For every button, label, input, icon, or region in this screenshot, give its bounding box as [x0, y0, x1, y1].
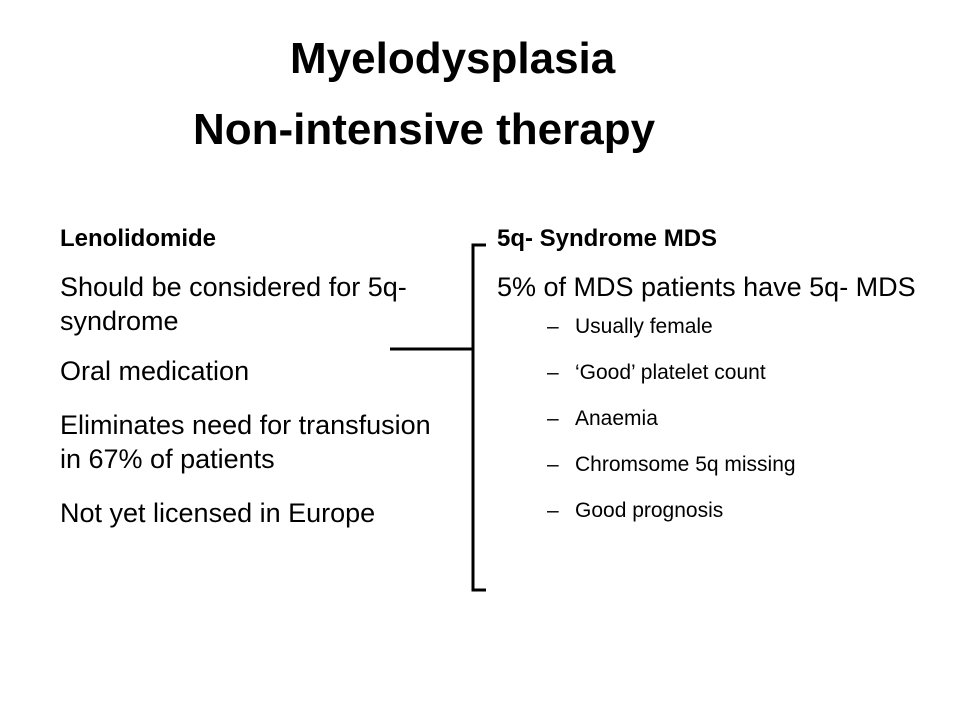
feature-text: Chromsome 5q missing	[575, 453, 796, 476]
list-item: –Good prognosis	[547, 496, 947, 526]
syndrome-heading: 5q- Syndrome MDS	[497, 225, 718, 252]
oral-medication-text: Oral medication	[60, 356, 250, 386]
feature-text: ‘Good’ platelet count	[575, 361, 766, 384]
bullet-dash: –	[547, 407, 559, 430]
lenolidomide-heading: Lenolidomide	[60, 225, 216, 252]
mds-percentage-text: 5% of MDS patients have 5q- MDS	[497, 272, 916, 302]
bullet-dash: –	[547, 499, 559, 522]
bullet-dash: –	[547, 361, 559, 384]
lenolidomide-column: Lenolidomide Should be considered for 5q…	[60, 222, 460, 546]
list-item: –Usually female	[547, 312, 947, 342]
slide-title-line-1: Myelodysplasia	[290, 34, 616, 83]
list-item: –Chromsome 5q missing	[547, 450, 947, 480]
syndrome-features-list: –Usually female –‘Good’ platelet count –…	[497, 312, 947, 526]
list-item: –‘Good’ platelet count	[547, 358, 947, 388]
consider-for-5q-text: Should be considered for 5q- syndrome	[60, 272, 407, 336]
bullet-dash: –	[547, 315, 559, 338]
not-licensed-text: Not yet licensed in Europe	[60, 498, 376, 528]
feature-text: Anaemia	[575, 407, 658, 430]
list-item: –Anaemia	[547, 404, 947, 434]
transfusion-text: Eliminates need for transfusion in 67% o…	[60, 410, 431, 474]
bullet-dash: –	[547, 453, 559, 476]
feature-text: Usually female	[575, 315, 713, 338]
bracket-line	[471, 243, 486, 592]
syndrome-column: 5q- Syndrome MDS 5% of MDS patients have…	[497, 222, 947, 542]
slide-title-line-2: Non-intensive therapy	[193, 105, 656, 154]
feature-text: Good prognosis	[575, 499, 724, 522]
